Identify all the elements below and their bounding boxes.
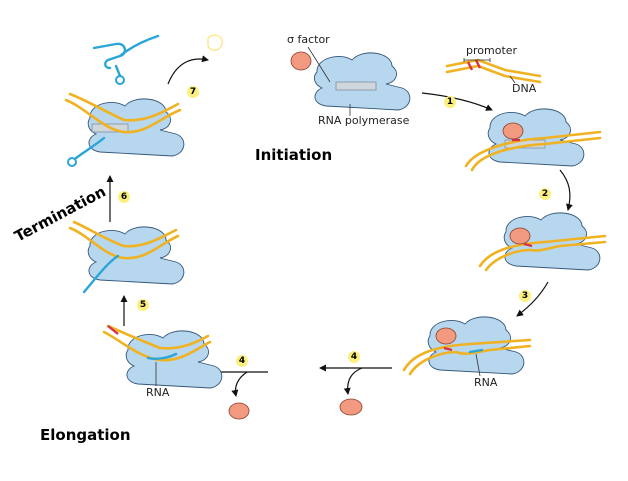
- dna-a-bottom: [470, 136, 602, 172]
- dna-c-bottom: [408, 344, 532, 376]
- dna-b-bottom: [484, 240, 607, 272]
- released-dna-fragment: [207, 34, 223, 51]
- dna-e-bottom: [72, 220, 178, 248]
- complex-elongation: RNA: [102, 324, 223, 399]
- dna-strand-top: [445, 58, 542, 78]
- dna-b-top: [478, 234, 607, 268]
- step-number-1: 1: [447, 97, 453, 107]
- promoter-c: [443, 346, 453, 352]
- released-rna-hairpin: [115, 75, 125, 85]
- dna-strand-bottom: [445, 64, 542, 84]
- released-rna-tail: [118, 34, 160, 58]
- dna-label: DNA: [512, 82, 537, 95]
- step-badge-5: [137, 299, 149, 311]
- sigma-a: [502, 122, 524, 140]
- dna-leader-line: [509, 75, 516, 84]
- section-initiation: Initiation: [255, 146, 332, 164]
- rna-label-left: RNA: [146, 386, 170, 399]
- complex-late-elongation: [68, 220, 185, 294]
- sigma-factor-label: σ factor: [287, 33, 330, 46]
- arrow-step-7: [167, 55, 209, 85]
- rna-f: [74, 136, 106, 160]
- promoter-b: [523, 242, 533, 248]
- step-number-6: 6: [121, 192, 127, 202]
- step-badge-7: [187, 86, 199, 98]
- dna-c-top: [402, 338, 532, 372]
- sigma-release-arrow-right: [343, 367, 363, 395]
- step-badge-2: [539, 188, 551, 200]
- dna-d-top: [102, 330, 212, 362]
- free-polymerase-group: σ factor RNA polymerase: [287, 33, 411, 127]
- sigma-factor-free: [290, 51, 312, 71]
- dna-f-top: [64, 98, 182, 134]
- step-badge-3: [519, 290, 531, 302]
- promoter-mark-b: [474, 59, 482, 69]
- rna-polymerase-label: RNA polymerase: [318, 114, 410, 127]
- step-number-2: 2: [542, 189, 548, 199]
- promoter-label: promoter: [466, 44, 518, 57]
- arrow-step-2: [559, 169, 573, 211]
- step-number-4-right: 4: [351, 352, 357, 362]
- complex-open: [478, 212, 607, 272]
- arrow-step-1: [421, 92, 493, 111]
- rna-hairpin-f: [67, 157, 77, 167]
- rna-e: [82, 254, 120, 294]
- sigma-release-arrow-left: [231, 371, 248, 397]
- rna-leader-right: [475, 353, 481, 377]
- complex-initial-transcription: RNA: [402, 316, 532, 389]
- section-elongation: Elongation: [40, 426, 131, 444]
- promoter-mark-a: [466, 61, 474, 71]
- step-badge-1: [444, 96, 456, 108]
- dna-e-top: [68, 226, 180, 260]
- released-rna-stem: [114, 64, 122, 78]
- rna-c: [468, 348, 484, 354]
- promoter-d: [107, 325, 119, 335]
- rna-label-right: RNA: [474, 376, 498, 389]
- promoter-bracket: [463, 58, 491, 62]
- step-badge-6: [118, 191, 130, 203]
- complex-termination: [64, 92, 185, 167]
- polymerase-c: [427, 316, 525, 375]
- arrow-step-3: [516, 281, 549, 317]
- dna-a-top: [464, 130, 602, 168]
- free-dna-group: promoter DNA: [445, 44, 542, 95]
- sigma-released-right: [339, 398, 363, 416]
- sigma-leader-line: [307, 46, 331, 83]
- step-number-4-left: 4: [239, 356, 245, 366]
- polymerase-channel: [335, 81, 377, 91]
- rna-polymerase-free: [314, 52, 411, 111]
- step-number-7: 7: [190, 87, 196, 97]
- rna-d: [146, 352, 178, 360]
- dna-d-bottom: [106, 324, 210, 350]
- step-number-5: 5: [140, 300, 146, 310]
- dna-f-bottom: [68, 92, 180, 122]
- step-badge-4-left: [236, 355, 248, 367]
- sigma-released-left: [228, 402, 250, 420]
- sigma-c: [435, 327, 457, 345]
- step-number-3: 3: [522, 291, 528, 301]
- complex-closed: [464, 108, 602, 172]
- sigma-b: [509, 227, 531, 245]
- step-badge-4-right: [348, 351, 360, 363]
